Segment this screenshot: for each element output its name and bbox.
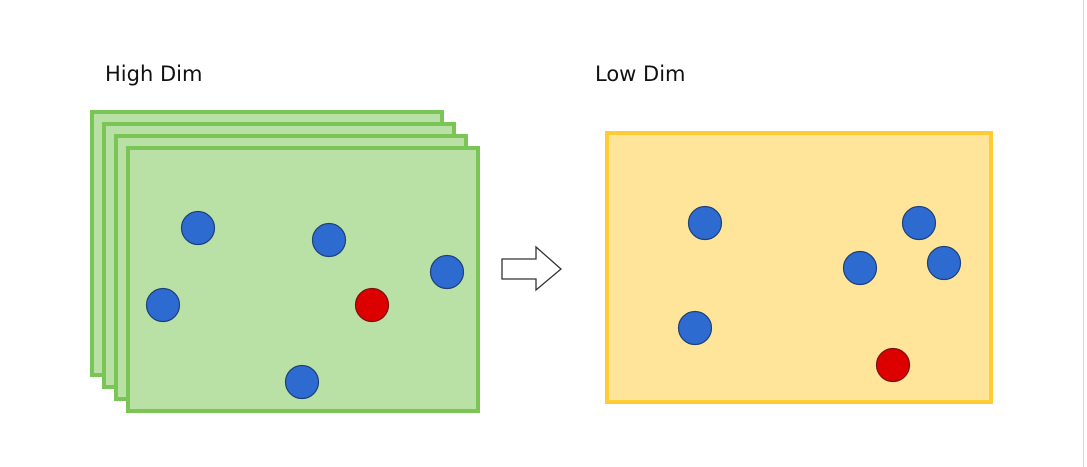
high-dim-stack — [90, 110, 480, 413]
high-dim-point-blue — [145, 287, 181, 323]
high-dim-points — [145, 210, 465, 400]
low-dim-point-red — [875, 347, 911, 383]
low-dim-point-blue — [926, 245, 962, 281]
low-dim-point-blue — [687, 205, 723, 241]
high-dim-point-blue — [284, 364, 320, 400]
low-dim-label: Low Dim — [595, 62, 686, 86]
high-dim-point-blue — [429, 254, 465, 290]
low-dim-point-blue — [842, 250, 878, 286]
page-edge-divider — [1083, 0, 1084, 467]
high-dim-label: High Dim — [105, 62, 203, 86]
high-dim-point-blue — [180, 210, 216, 246]
low-dim-point-blue — [901, 205, 937, 241]
right-hollow-arrow-icon — [501, 245, 562, 292]
low-dim-point-blue — [677, 310, 713, 346]
low-dim-points — [677, 205, 962, 383]
high-dim-point-red — [354, 287, 390, 323]
high-dim-point-blue — [311, 222, 347, 258]
low-dim-panel — [605, 131, 993, 404]
